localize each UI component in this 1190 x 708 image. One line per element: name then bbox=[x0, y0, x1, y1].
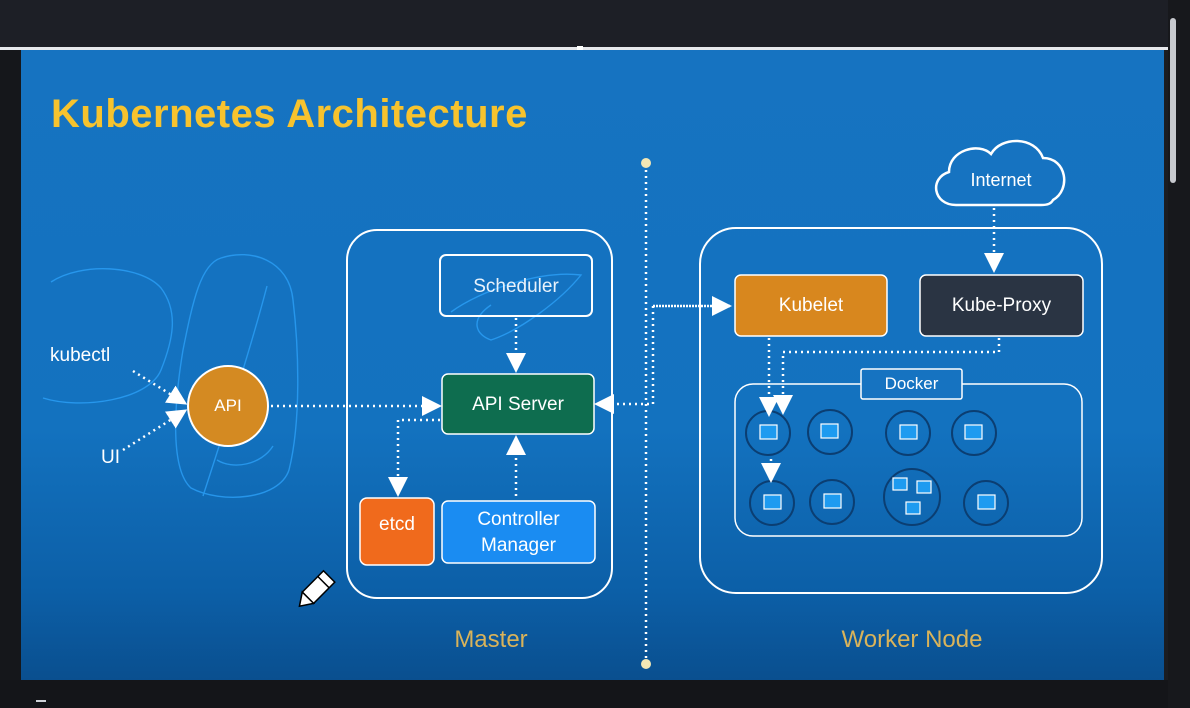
kube-proxy-label: Kube-Proxy bbox=[951, 295, 1052, 316]
containers bbox=[759, 423, 996, 515]
api-server-label: API Server bbox=[472, 394, 564, 415]
scheduler-label: Scheduler bbox=[473, 276, 559, 297]
scrollbar[interactable] bbox=[1170, 18, 1176, 183]
kubelet-box bbox=[734, 274, 888, 337]
slide-title: Kubernetes Architecture bbox=[51, 92, 528, 136]
internet-label: Internet bbox=[970, 170, 1032, 190]
controller-manager-box bbox=[441, 500, 596, 564]
api-node-shape bbox=[187, 365, 269, 447]
cloud-icon bbox=[934, 139, 1066, 207]
pod bbox=[807, 409, 853, 455]
pencil-cursor-icon bbox=[298, 569, 336, 608]
controller-label-line2: Manager bbox=[481, 535, 556, 556]
connectors bbox=[122, 208, 1004, 497]
architecture-diagram bbox=[42, 139, 1103, 669]
presentation-slide: Kubernetes Architecture bbox=[21, 50, 1164, 680]
divider-handle[interactable] bbox=[577, 46, 583, 52]
kube-proxy-box bbox=[919, 274, 1084, 337]
viewer-bottombar bbox=[0, 680, 1168, 708]
divider-line bbox=[0, 47, 1168, 50]
api-node: API bbox=[214, 396, 242, 415]
pod bbox=[809, 479, 855, 525]
worker-node-container bbox=[699, 227, 1103, 594]
kubectl-label: kubectl bbox=[50, 345, 111, 366]
etcd-label: etcd bbox=[379, 514, 415, 535]
pod bbox=[885, 410, 931, 456]
scheduler-box bbox=[439, 254, 593, 317]
worker-node-label: Worker Node bbox=[841, 626, 983, 653]
controller-manager-label: Controller Manager bbox=[442, 507, 595, 559]
pod bbox=[963, 480, 1009, 526]
master-container bbox=[346, 229, 613, 599]
ui-label: UI bbox=[101, 447, 120, 468]
kubelet-label: Kubelet bbox=[778, 295, 844, 316]
viewer-toolbar bbox=[0, 0, 1168, 48]
bottom-indicator bbox=[36, 700, 46, 702]
docker-label-box bbox=[860, 368, 963, 400]
docker-label: Docker bbox=[884, 374, 939, 393]
pod bbox=[883, 468, 941, 526]
etcd-box bbox=[359, 497, 435, 566]
master-label: Master bbox=[454, 626, 528, 653]
pod bbox=[951, 410, 997, 456]
left-margin bbox=[0, 50, 21, 680]
controller-label-line1: Controller bbox=[477, 509, 560, 530]
